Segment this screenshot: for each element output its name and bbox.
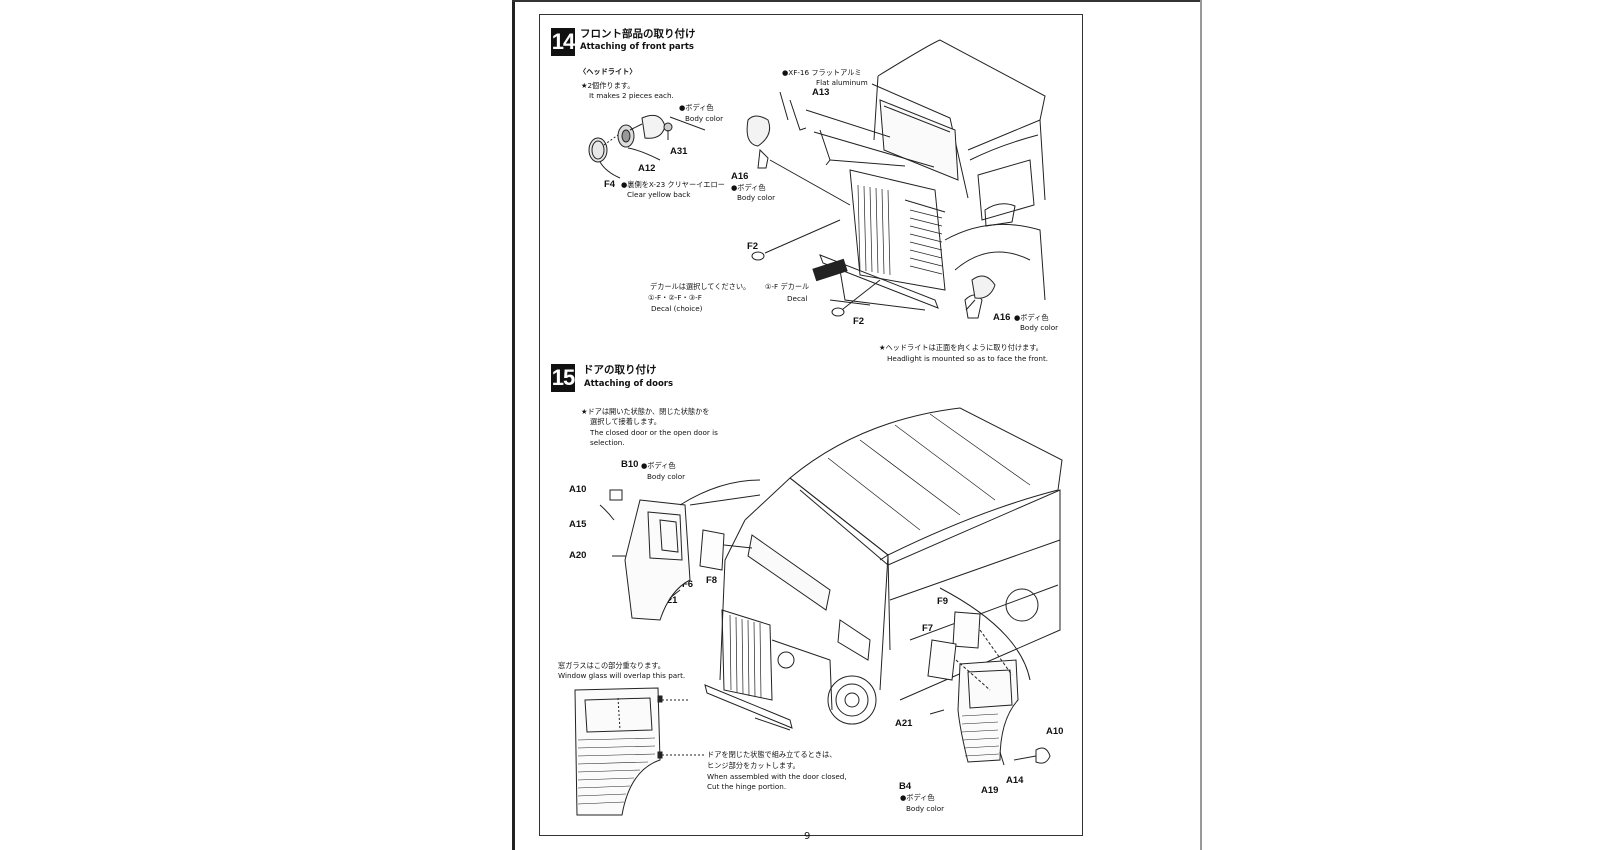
label-a15: A15 — [569, 519, 587, 530]
door-note-en-1: The closed door or the open door is — [590, 428, 718, 437]
label-a20: A20 — [569, 550, 587, 561]
glass-note-jp: 窓ガラスはこの部分重なります。 — [558, 661, 665, 670]
instruction-frame — [539, 14, 1083, 836]
label-b4: B4 — [899, 781, 912, 792]
label-a13: A13 — [812, 87, 830, 98]
page-number: 9 — [804, 831, 811, 842]
label-f9: F9 — [937, 596, 949, 607]
a16-top-color-en: Body color — [737, 193, 776, 202]
label-f4: F4 — [604, 179, 616, 190]
label-a12: A12 — [638, 163, 656, 174]
door-note-en-2: selection. — [590, 438, 625, 447]
headlight-body-color-jp: ●ボディ色 — [679, 103, 714, 112]
label-a19: A19 — [981, 785, 999, 796]
decal-choice-en: Decal (choice) — [651, 304, 703, 313]
f4-note-jp: ●裏側をX-23 クリヤーイエロー — [621, 180, 725, 189]
decal-choice-codes: ①-F・②-F・③-F — [648, 293, 702, 302]
step-14-title-jp: フロント部品の取り付け — [580, 28, 696, 40]
headlight-exploded-view — [588, 114, 673, 179]
hinge-note-jp-1: ドアを閉じた状態で組み立てるときは、 — [707, 750, 837, 759]
decal-choice-jp: デカールは選択してください。 — [650, 282, 751, 291]
decal-single-en: Decal — [787, 294, 808, 303]
label-f6: F6 — [682, 579, 694, 590]
label-a16-right: A16 — [993, 312, 1011, 323]
page-edge-top — [512, 0, 1202, 2]
headlight-heading: 〈ヘッドライト〉 — [579, 67, 637, 76]
a16-top-color-jp: ●ボディ色 — [731, 183, 766, 192]
hinge-note-en-1: When assembled with the door closed, — [707, 772, 847, 781]
van-front-drawing — [669, 39, 1046, 319]
make2-note-jp: ★2個作ります。 — [581, 81, 635, 90]
make2-note-en: It makes 2 pieces each. — [589, 91, 674, 100]
xf16-note-jp: ●XF-16 フラットアルミ — [782, 68, 862, 77]
step-14-badge: 14 — [551, 28, 575, 56]
door-detail-drawing — [574, 687, 705, 816]
xf16-note-en: Flat aluminum — [816, 78, 868, 87]
headlight-facing-note-en: Headlight is mounted so as to face the f… — [887, 354, 1049, 363]
headlight-facing-note-jp: ★ヘッドライトは正面を向くように取り付けます。 — [879, 343, 1043, 352]
a16-right-color-en: Body color — [1020, 323, 1059, 332]
b4-color-jp: ●ボディ色 — [900, 793, 935, 802]
label-a10-right: A10 — [1046, 726, 1064, 737]
page-edge-right — [1200, 0, 1202, 850]
b10-color-en: Body color — [647, 472, 686, 481]
door-note-jp-1: ★ドアは開いた状態か、閉じた状態かを — [581, 407, 710, 416]
f4-note-en: Clear yellow back — [627, 190, 691, 199]
door-note-jp-2: 選択して接着します。 — [590, 417, 661, 426]
label-b10: B10 — [621, 459, 639, 470]
label-a21-right: A21 — [895, 718, 913, 729]
label-a16-top: A16 — [731, 171, 749, 182]
glass-note-en: Window glass will overlap this part. — [558, 671, 686, 680]
hinge-note-jp-2: ヒンジ部分をカットします。 — [707, 761, 800, 770]
step-14-title-en: Attaching of front parts — [580, 42, 694, 52]
label-a31: A31 — [670, 146, 688, 157]
b4-color-en: Body color — [906, 804, 945, 813]
van-side-drawing — [599, 407, 1063, 766]
a16-right-color-jp: ●ボディ色 — [1014, 313, 1049, 322]
label-f8: F8 — [706, 575, 718, 586]
label-f2-left: F2 — [747, 241, 759, 252]
step-15-title-jp: ドアの取り付け — [583, 364, 657, 376]
label-f7: F7 — [922, 623, 934, 634]
b10-color-jp: ●ボディ色 — [641, 461, 676, 470]
step-15-title-en: Attaching of doors — [584, 379, 674, 389]
decal-single-jp: ①-F デカール — [765, 282, 810, 291]
headlight-body-color-en: Body color — [685, 114, 724, 123]
step-15-badge: 15 — [551, 364, 575, 392]
hinge-note-en-2: Cut the hinge portion. — [707, 782, 787, 791]
label-a14: A14 — [1006, 775, 1024, 786]
page-edge-left — [512, 0, 515, 850]
label-a10-left: A10 — [569, 484, 587, 495]
label-f2-bottom: F2 — [853, 316, 865, 327]
